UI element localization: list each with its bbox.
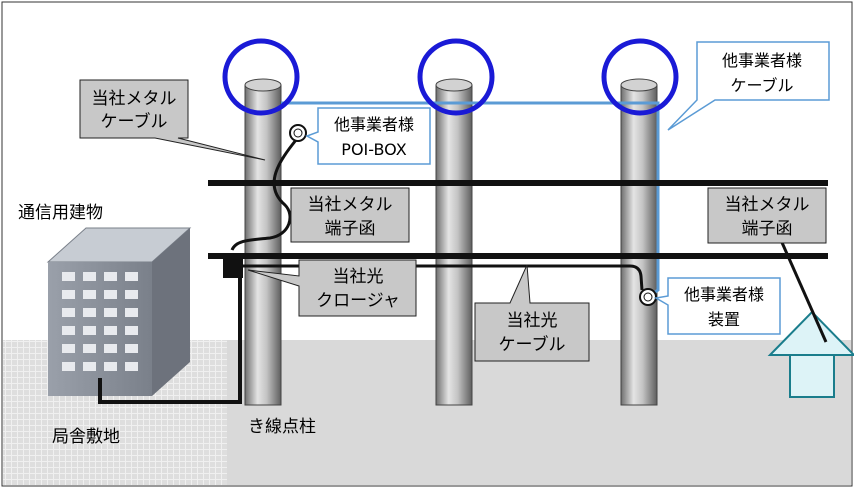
lower-wire <box>208 253 828 259</box>
company-optical-cable-line <box>243 264 644 291</box>
pole-highlight-circle-2 <box>417 38 495 116</box>
callout-company-optical-cable: 当社光 ケーブル <box>474 264 590 362</box>
terminal-right-line2: 端子函 <box>742 219 793 239</box>
callout-other-cable: 他事業者様 ケーブル <box>667 41 830 131</box>
callout-company-metal-cable: 当社メタル ケーブル <box>79 79 266 161</box>
pole-2 <box>435 78 473 406</box>
building-icon <box>46 227 192 396</box>
company-metal-cable-line <box>230 139 298 251</box>
svg-text:当社光: 当社光 <box>333 267 384 287</box>
callout-other-device: 他事業者様 装置 <box>653 277 781 335</box>
svg-text:他事業者様: 他事業者様 <box>334 115 414 134</box>
callout-company-metal-terminal-center: 当社メタル 端子函 <box>290 187 410 243</box>
svg-text:当社メタル: 当社メタル <box>92 89 177 109</box>
callout-company-optical-closure: 当社光 クロージャ <box>247 259 417 317</box>
svg-text:他事業者様: 他事業者様 <box>722 51 802 70</box>
pole-label: き線点柱 <box>248 417 316 437</box>
svg-text:当社メタル: 当社メタル <box>308 195 393 215</box>
svg-text:当社光: 当社光 <box>507 311 558 331</box>
svg-text:ケーブル: ケーブル <box>499 334 566 355</box>
callout-other-poi-box: 他事業者様 POI-BOX <box>305 107 431 165</box>
building-label: 通信用建物 <box>18 203 103 223</box>
pole-highlight-circle-1 <box>222 38 300 116</box>
pole-highlight-circle-3 <box>601 38 679 116</box>
terminal-right-line1: 当社メタル <box>725 195 810 215</box>
other-operator-device-icon <box>639 288 657 306</box>
house-icon <box>767 310 854 398</box>
svg-text:ケーブル: ケーブル <box>730 76 793 95</box>
callout-company-metal-terminal-right <box>707 187 827 244</box>
building-cable-line <box>98 270 242 404</box>
premises-label: 局舎敷地 <box>52 427 120 447</box>
svg-text:POI-BOX: POI-BOX <box>341 140 406 159</box>
pole-3 <box>620 78 658 406</box>
upper-wire <box>208 180 828 186</box>
svg-text:装置: 装置 <box>708 310 740 329</box>
svg-text:ケーブル: ケーブル <box>101 111 168 132</box>
pole-1 <box>244 78 282 406</box>
svg-text:他事業者様: 他事業者様 <box>684 285 764 304</box>
svg-text:クロージャ: クロージャ <box>316 291 400 311</box>
drop-wire <box>778 237 828 343</box>
svg-text:端子函: 端子函 <box>325 219 376 239</box>
poi-box-icon <box>289 124 307 142</box>
